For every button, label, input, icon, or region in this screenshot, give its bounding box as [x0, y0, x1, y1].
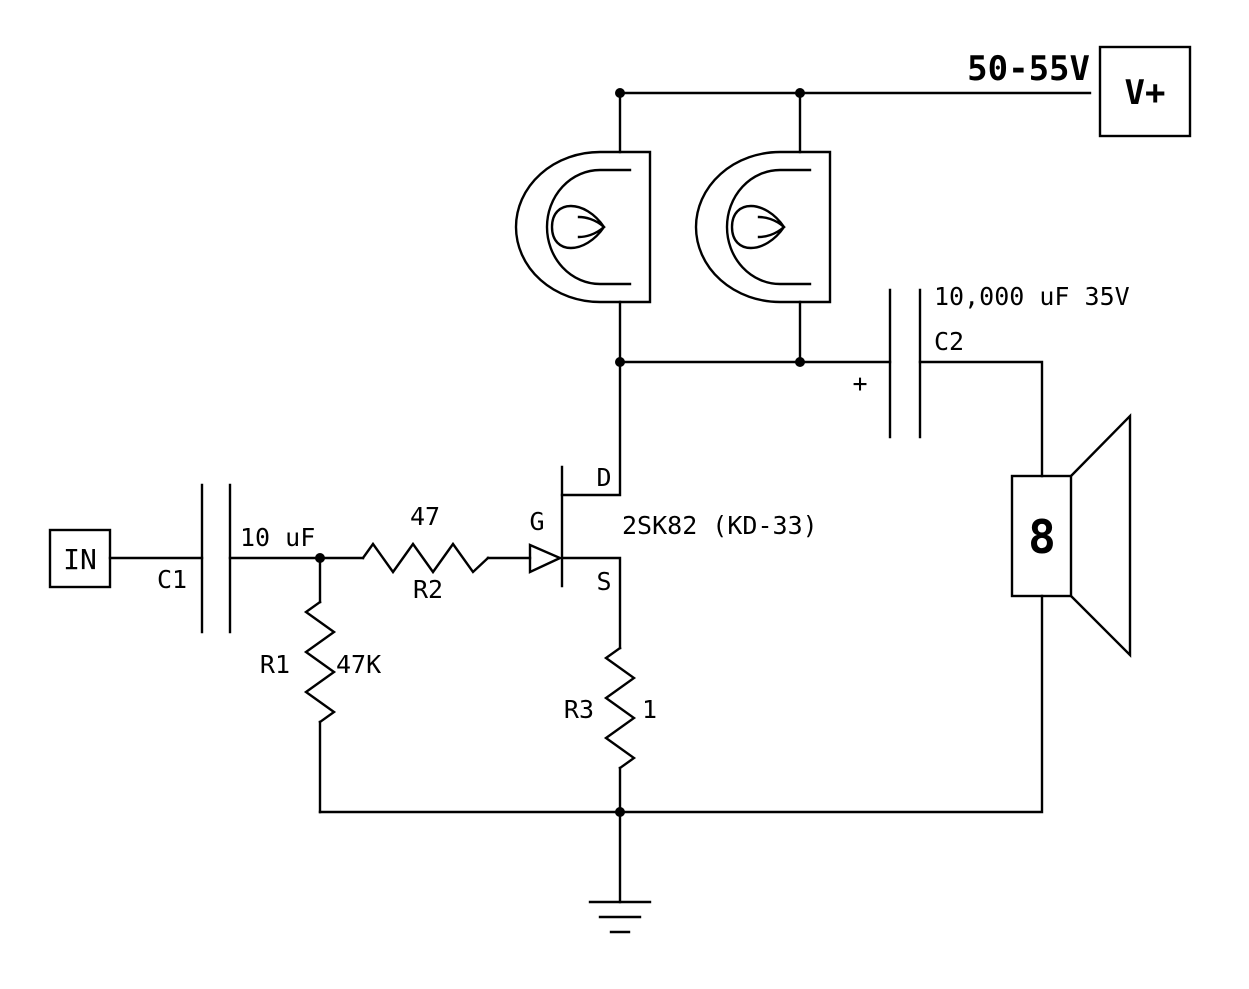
- supply-terminal-label: V+: [1125, 73, 1166, 113]
- speaker-symbol: 8: [1010, 413, 1132, 658]
- lamp-1: [514, 150, 652, 304]
- r1-value-label: 47K: [336, 650, 381, 679]
- input-terminal-label: IN: [63, 543, 97, 576]
- ground-symbol: [588, 900, 652, 934]
- source-label: S: [596, 567, 611, 596]
- r2-ref-label: R2: [413, 575, 443, 604]
- transistor-part-label: 2SK82 (KD-33): [622, 511, 818, 540]
- input-terminal: IN: [48, 528, 112, 589]
- c2-polarity-label: +: [852, 369, 867, 398]
- supply-voltage-label: 50-55V: [967, 49, 1090, 89]
- wires: [108, 91, 1092, 904]
- resistor-r3: [603, 646, 637, 770]
- gate-label: G: [529, 507, 544, 536]
- c2-ref-label: C2: [934, 327, 964, 356]
- capacitor-c2: [888, 288, 922, 439]
- r2-value-label: 47: [410, 502, 440, 531]
- resistor-r1: [303, 600, 337, 724]
- speaker-impedance-label: 8: [1028, 510, 1056, 564]
- c1-value-label: 10 uF: [240, 523, 315, 552]
- resistor-r2: [361, 541, 490, 575]
- c2-value-label: 10,000 uF 35V: [934, 282, 1130, 311]
- r3-ref-label: R3: [564, 695, 594, 724]
- jfet-transistor: [528, 465, 564, 588]
- r3-value-label: 1: [642, 695, 657, 724]
- drain-label: D: [596, 463, 611, 492]
- capacitor-c1: [200, 483, 232, 634]
- lamp-2: [694, 150, 832, 304]
- junction-dots: [315, 88, 805, 817]
- c1-ref-label: C1: [157, 565, 187, 594]
- supply-terminal: V+: [1098, 45, 1192, 138]
- r1-ref-label: R1: [260, 650, 290, 679]
